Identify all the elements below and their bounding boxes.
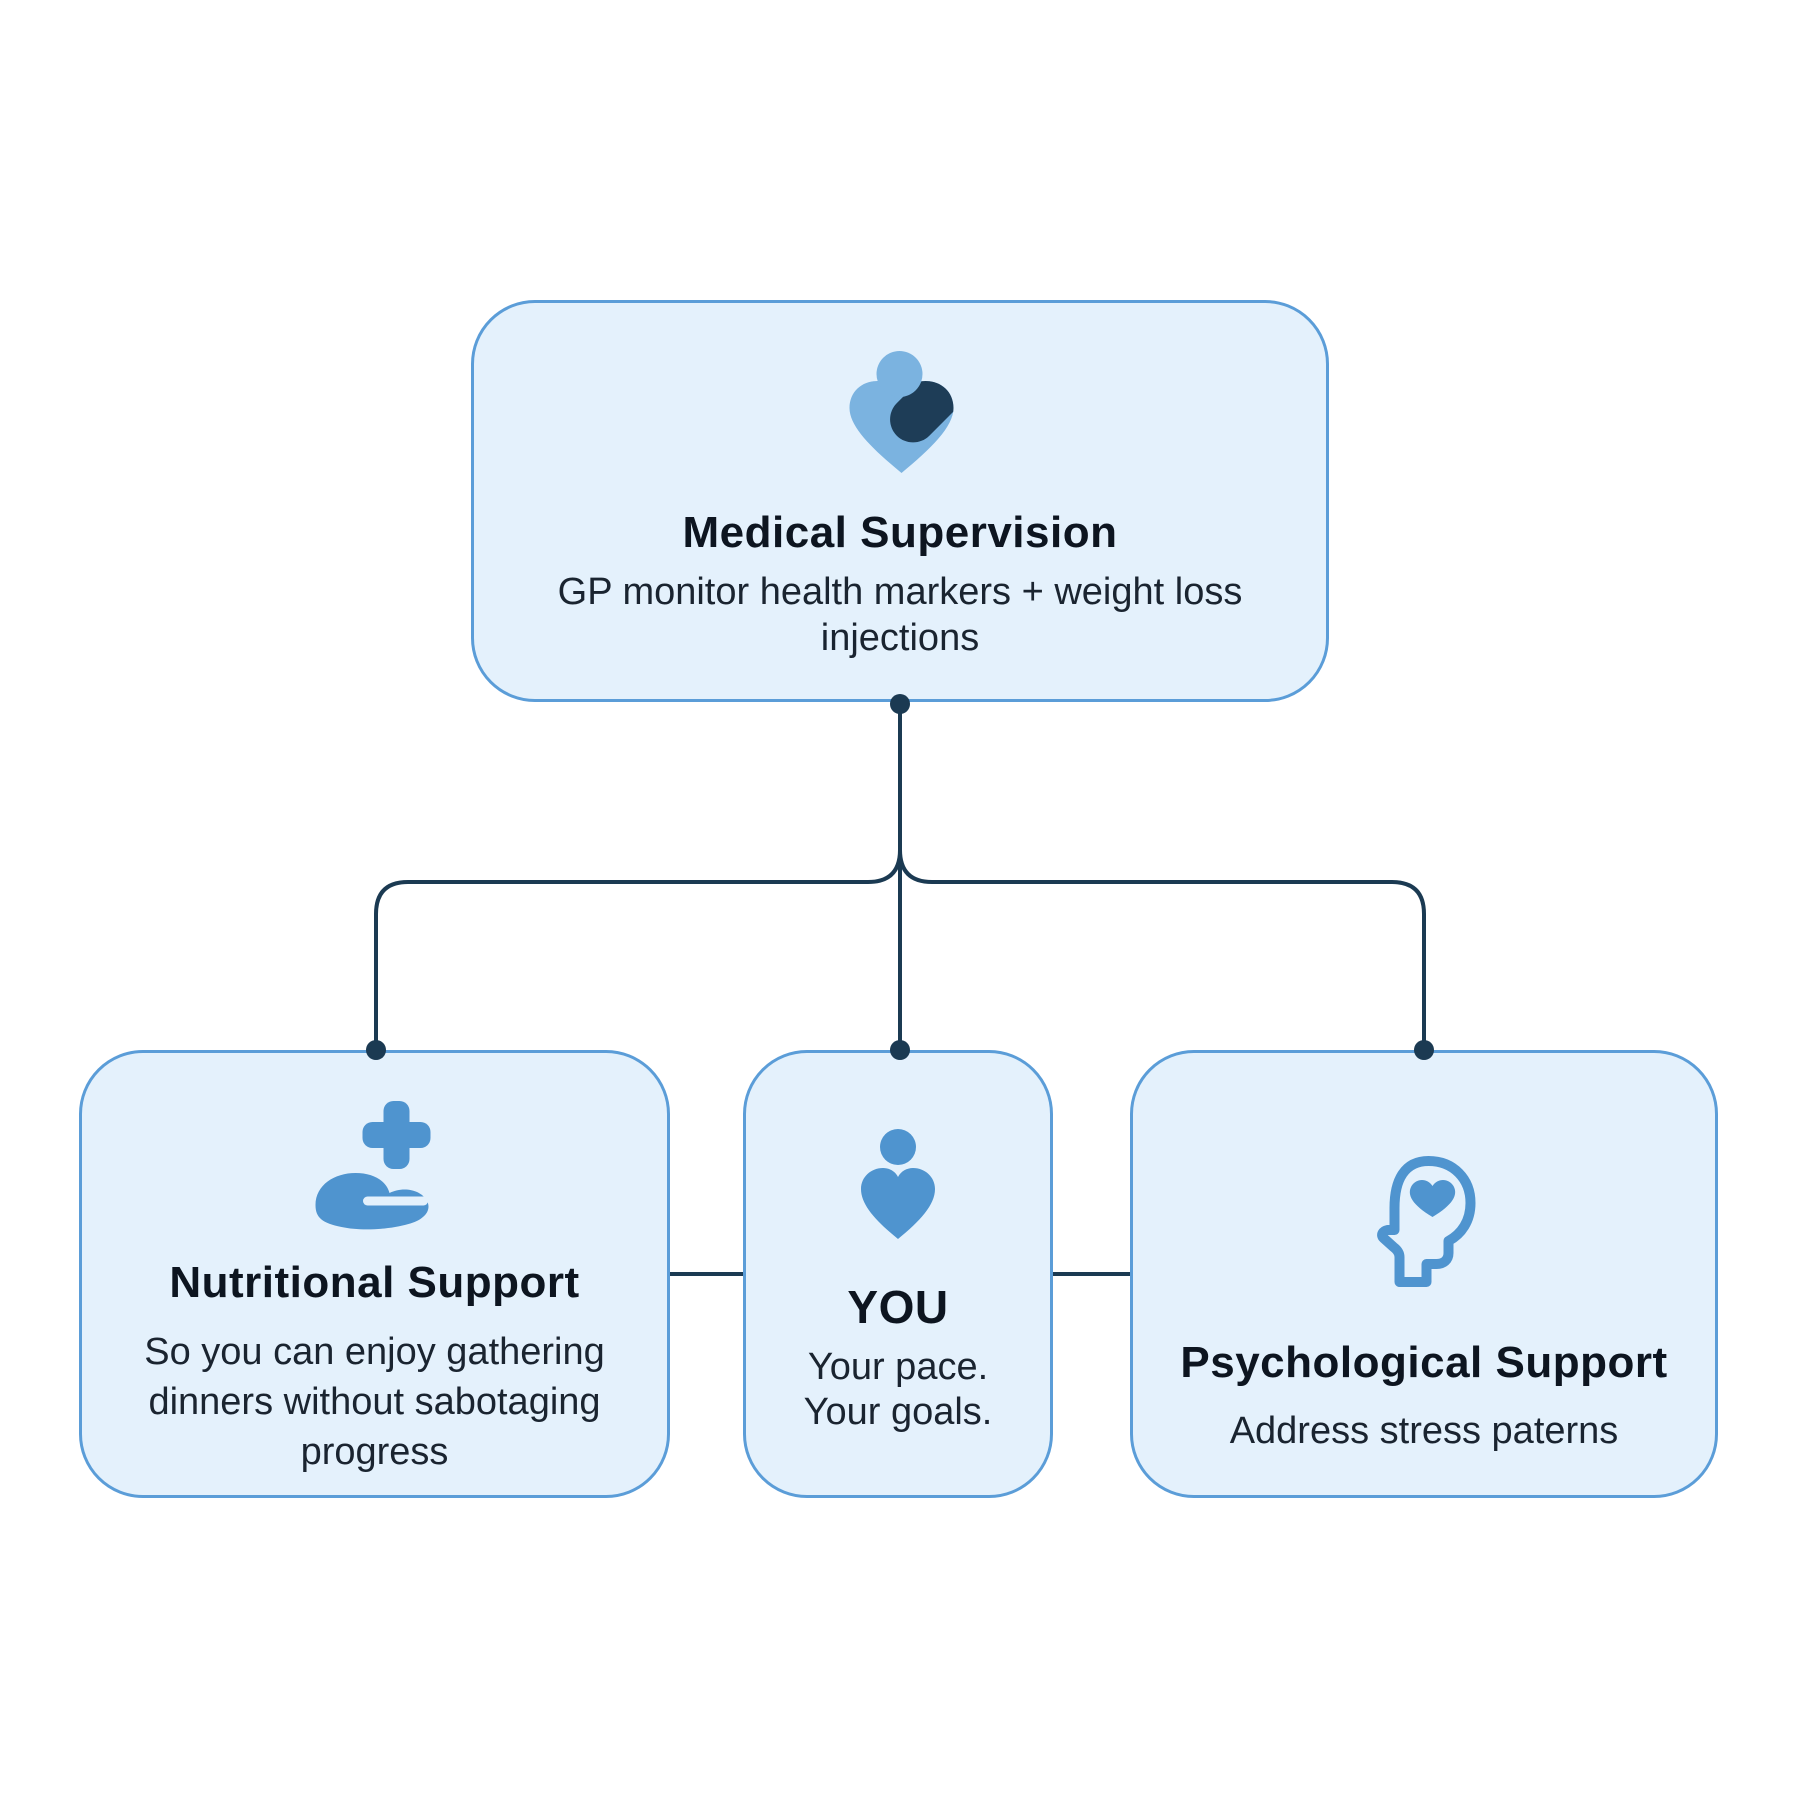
node-description: Address stress paterns <box>1133 1408 1715 1454</box>
node-description: GP monitor health markers + weight loss … <box>474 569 1326 661</box>
description-line: Your goals. <box>803 1391 993 1433</box>
hand-cross-icon <box>315 1101 430 1230</box>
connector-root-to-nutritional <box>374 849 902 1050</box>
node-description: Your pace. Your goals. <box>746 1345 1050 1435</box>
description-line: progress <box>300 1431 449 1473</box>
node-nutritional-support: Nutritional Support So you can enjoy gat… <box>79 1050 670 1498</box>
node-you: YOU Your pace. Your goals. <box>743 1050 1053 1498</box>
node-title: Medical Supervision <box>682 508 1118 557</box>
node-title: YOU <box>847 1281 949 1333</box>
description-line: So you can enjoy gathering <box>144 1331 605 1373</box>
description-line: Address stress paterns <box>1229 1410 1619 1452</box>
node-psychological-support: Psychological Support Address stress pat… <box>1130 1050 1718 1498</box>
person-heart-icon <box>861 1129 935 1239</box>
node-description: So you can enjoy gathering dinners witho… <box>82 1327 667 1477</box>
head-heart-icon <box>1377 1156 1476 1287</box>
description-line: dinners without sabotaging <box>148 1381 601 1423</box>
description-line: Your pace. <box>807 1346 989 1388</box>
description-line: injections <box>820 617 980 659</box>
node-title: Nutritional Support <box>169 1258 580 1307</box>
connector-root-to-psychological <box>898 849 1426 1050</box>
care-people-icon <box>849 351 954 473</box>
description-line: GP monitor health markers + weight loss <box>557 571 1243 613</box>
node-title: Psychological Support <box>1180 1338 1668 1387</box>
node-medical-supervision: Medical Supervision GP monitor health ma… <box>471 300 1329 702</box>
